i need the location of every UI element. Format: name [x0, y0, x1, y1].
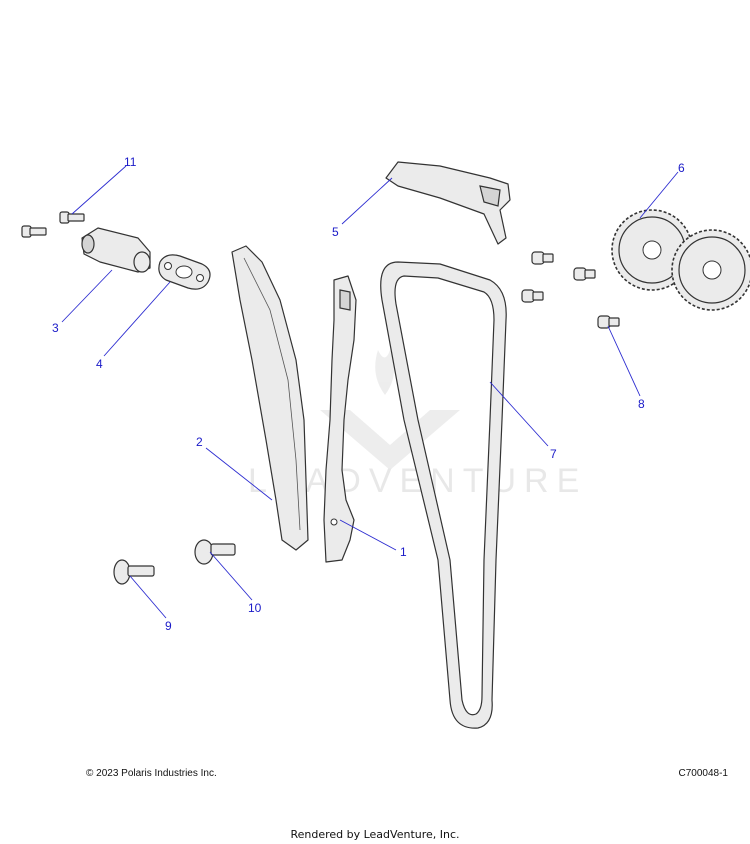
bolt-11a [21, 225, 47, 238]
gasket-4 [158, 254, 211, 290]
cam-sprocket-6b [671, 229, 750, 311]
callout-11: 11 [124, 155, 137, 169]
callout-10: 10 [248, 601, 262, 615]
sprocket-bolt-8a [531, 251, 554, 265]
figure-id: C700048-1 [678, 768, 728, 779]
callout-4: 4 [96, 357, 103, 371]
callout-labels: 1 2 3 4 5 6 7 8 9 10 11 [52, 155, 685, 633]
callout-6: 6 [678, 161, 685, 175]
leader-4 [103, 281, 171, 357]
leader-7 [489, 381, 549, 447]
leader-lines [61, 165, 679, 619]
sprocket-bolt-8d [597, 315, 620, 329]
leader-10 [209, 551, 253, 601]
leader-2 [205, 447, 273, 501]
fixed-guide-1 [323, 275, 357, 563]
leader-3 [61, 269, 113, 323]
callout-7: 7 [550, 447, 557, 461]
callout-9: 9 [165, 619, 172, 633]
callout-8: 8 [638, 397, 645, 411]
callout-5: 5 [332, 225, 339, 239]
copyright-text: © 2023 Polaris Industries Inc. [86, 768, 217, 779]
upper-guide-5 [385, 161, 511, 245]
pivot-bolt-9 [113, 559, 155, 585]
watermark-logo [320, 410, 460, 470]
leader-9 [129, 575, 167, 619]
leader-11 [71, 165, 127, 215]
cam-chain-7 [380, 261, 507, 729]
tensioner-3 [81, 227, 151, 273]
pivot-bolt-10 [194, 539, 236, 565]
bolt-11b [59, 211, 85, 224]
callout-3: 3 [52, 321, 59, 335]
callout-2: 2 [196, 435, 203, 449]
rendered-by-text: Rendered by LeadVenture, Inc. [290, 828, 460, 841]
tensioner-blade-2 [231, 245, 309, 551]
sprocket-bolt-8b [573, 267, 596, 281]
leader-6 [639, 171, 679, 219]
leader-8 [607, 325, 641, 397]
callout-1: 1 [400, 545, 407, 559]
leader-5 [341, 177, 393, 225]
sprocket-bolt-8c [521, 289, 544, 303]
leader-1 [339, 519, 397, 551]
